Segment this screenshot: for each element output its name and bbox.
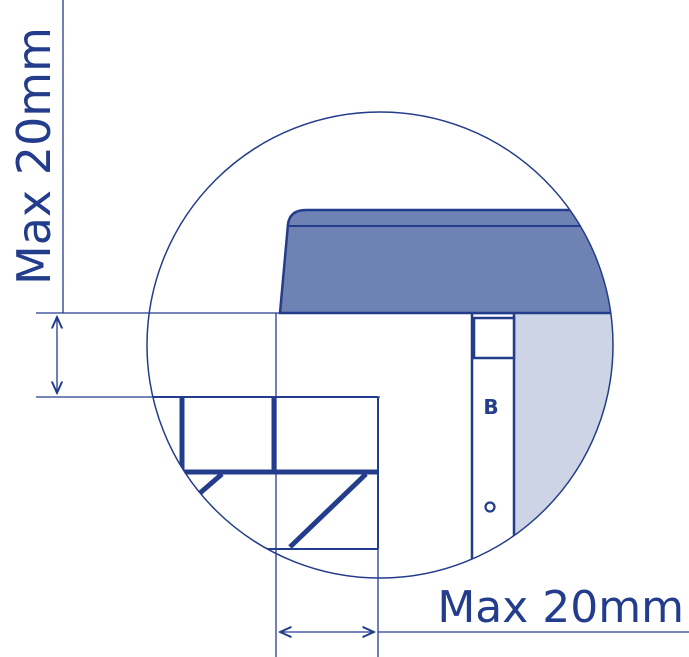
brick-wall <box>147 396 379 550</box>
dimension-lines <box>36 0 689 657</box>
post-letter-label: B <box>483 395 498 419</box>
horizontal-dimension-label: Max 20mm <box>437 582 684 633</box>
detail-circle <box>146 111 614 579</box>
post-top-block <box>472 316 516 360</box>
detail-content <box>147 208 613 578</box>
vertical-dimension-label: Max 20mm <box>7 27 61 285</box>
post-hole <box>484 501 496 513</box>
side-panel <box>513 312 613 578</box>
